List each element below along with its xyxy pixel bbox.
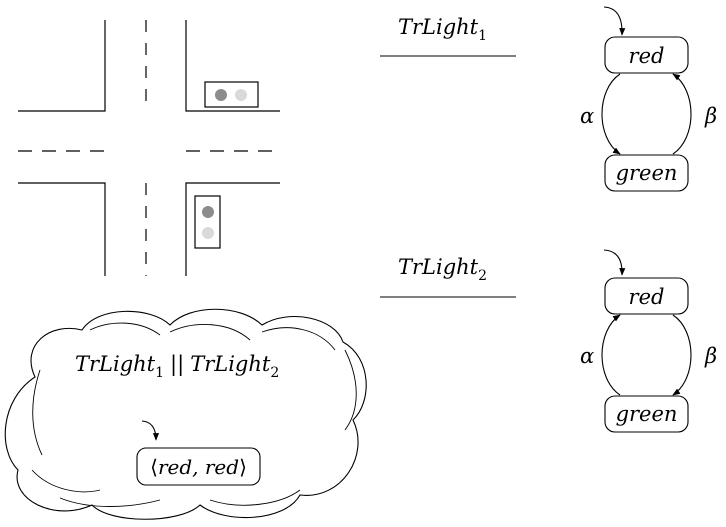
lamp-inactive bbox=[235, 89, 247, 101]
traffic-light-vertical bbox=[194, 195, 221, 249]
lamp-active bbox=[202, 206, 214, 218]
transition-alpha-label: α bbox=[580, 104, 594, 128]
transition-beta bbox=[672, 314, 692, 396]
initial-arrow bbox=[603, 249, 626, 276]
transition-beta-label: β bbox=[704, 104, 717, 128]
initial-arrow bbox=[141, 420, 160, 441]
automaton-trlight-2: TrLight2 red green α β bbox=[380, 249, 717, 433]
traffic-light-housing bbox=[204, 81, 259, 108]
cloud-outline bbox=[4, 308, 367, 520]
product-state-node bbox=[136, 447, 261, 486]
initial-arrow bbox=[603, 6, 626, 36]
road-intersection bbox=[18, 20, 280, 276]
traffic-light-housing bbox=[194, 195, 221, 249]
transition-alpha bbox=[601, 73, 621, 155]
transition-alpha-label: α bbox=[580, 344, 594, 368]
road-edge-bottom-left bbox=[18, 182, 106, 276]
road-edge-top-right bbox=[185, 20, 280, 112]
lamp-active bbox=[215, 89, 227, 101]
transition-alpha bbox=[601, 314, 621, 396]
state-node-green bbox=[604, 395, 689, 433]
road-edge-top-left bbox=[18, 20, 106, 112]
state-node-red bbox=[604, 277, 689, 315]
lamp-inactive bbox=[202, 227, 214, 239]
transition-beta-label: β bbox=[704, 344, 717, 368]
automaton-1-title: TrLight1 bbox=[398, 15, 487, 44]
product-title: TrLight1||TrLight2 bbox=[75, 352, 279, 381]
state-label-green: green bbox=[616, 161, 678, 185]
road-edge-bottom-right bbox=[185, 182, 280, 276]
state-node-green bbox=[604, 154, 689, 192]
state-label-green: green bbox=[616, 402, 678, 426]
state-label-red: red bbox=[629, 285, 665, 309]
automaton-2-title: TrLight2 bbox=[398, 255, 487, 284]
automaton-trlight-1: TrLight1 red green α β bbox=[380, 6, 717, 192]
cloud-sketch-strokes bbox=[31, 322, 357, 507]
state-node-red bbox=[604, 36, 689, 74]
product-cloud: TrLight1||TrLight2 ⟨red, red⟩ bbox=[4, 308, 367, 520]
transition-beta bbox=[672, 73, 692, 155]
product-state-label: ⟨red, red⟩ bbox=[150, 455, 247, 479]
traffic-light-horizontal bbox=[204, 81, 259, 108]
state-label-red: red bbox=[629, 44, 665, 68]
